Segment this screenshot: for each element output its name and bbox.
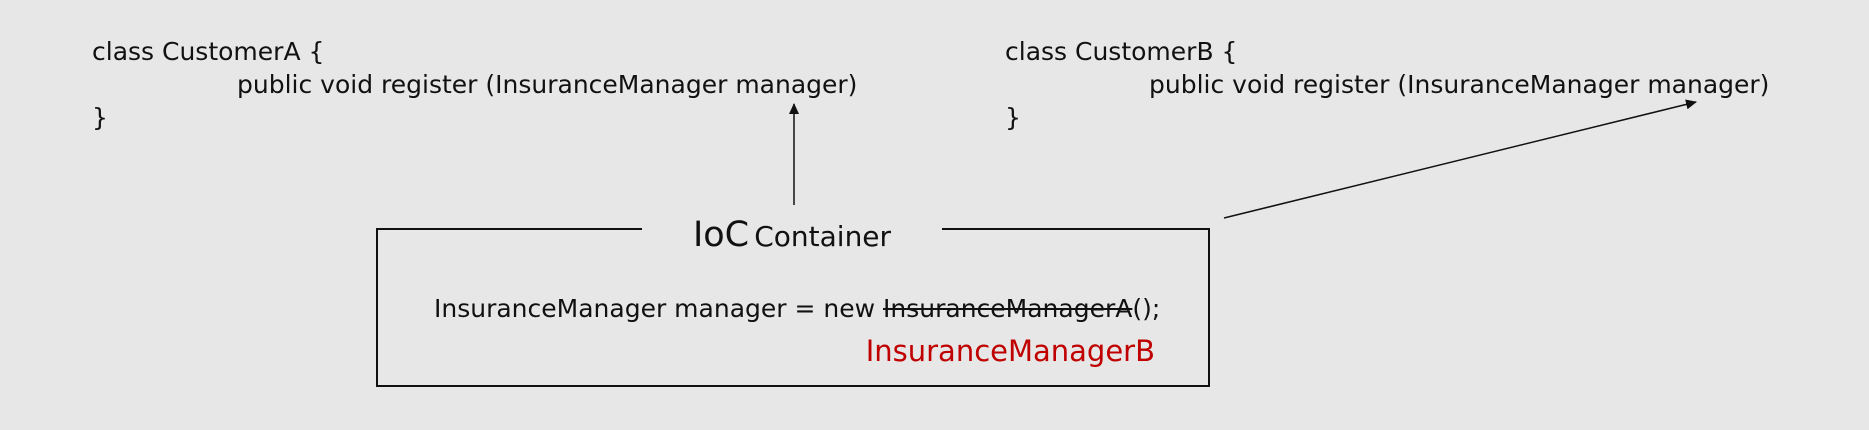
ioc-title-main: IoC (692, 215, 750, 255)
code-suffix: (); (1132, 294, 1161, 323)
arrow-to-customer-b (1223, 99, 1697, 219)
ioc-title-rest: Container (754, 220, 892, 253)
customer-b-class-declaration: class CustomerB { (1005, 37, 1238, 66)
struck-insurance-manager-a: InsuranceManagerA (883, 294, 1133, 323)
customer-a-register-method: public void register (InsuranceManager m… (237, 70, 858, 99)
customer-a-closing-brace: } (92, 103, 108, 132)
container-instantiation-code: InsuranceManager manager = new Insurance… (434, 292, 1160, 326)
customer-a-class-declaration: class CustomerA { (92, 37, 325, 66)
ioc-container-title: IoC Container (642, 209, 942, 261)
customer-b-closing-brace: } (1005, 103, 1021, 132)
replacement-insurance-manager-b: InsuranceManagerB (865, 334, 1155, 368)
customer-b-register-method: public void register (InsuranceManager m… (1149, 70, 1770, 99)
code-prefix: InsuranceManager manager = new (434, 294, 884, 323)
